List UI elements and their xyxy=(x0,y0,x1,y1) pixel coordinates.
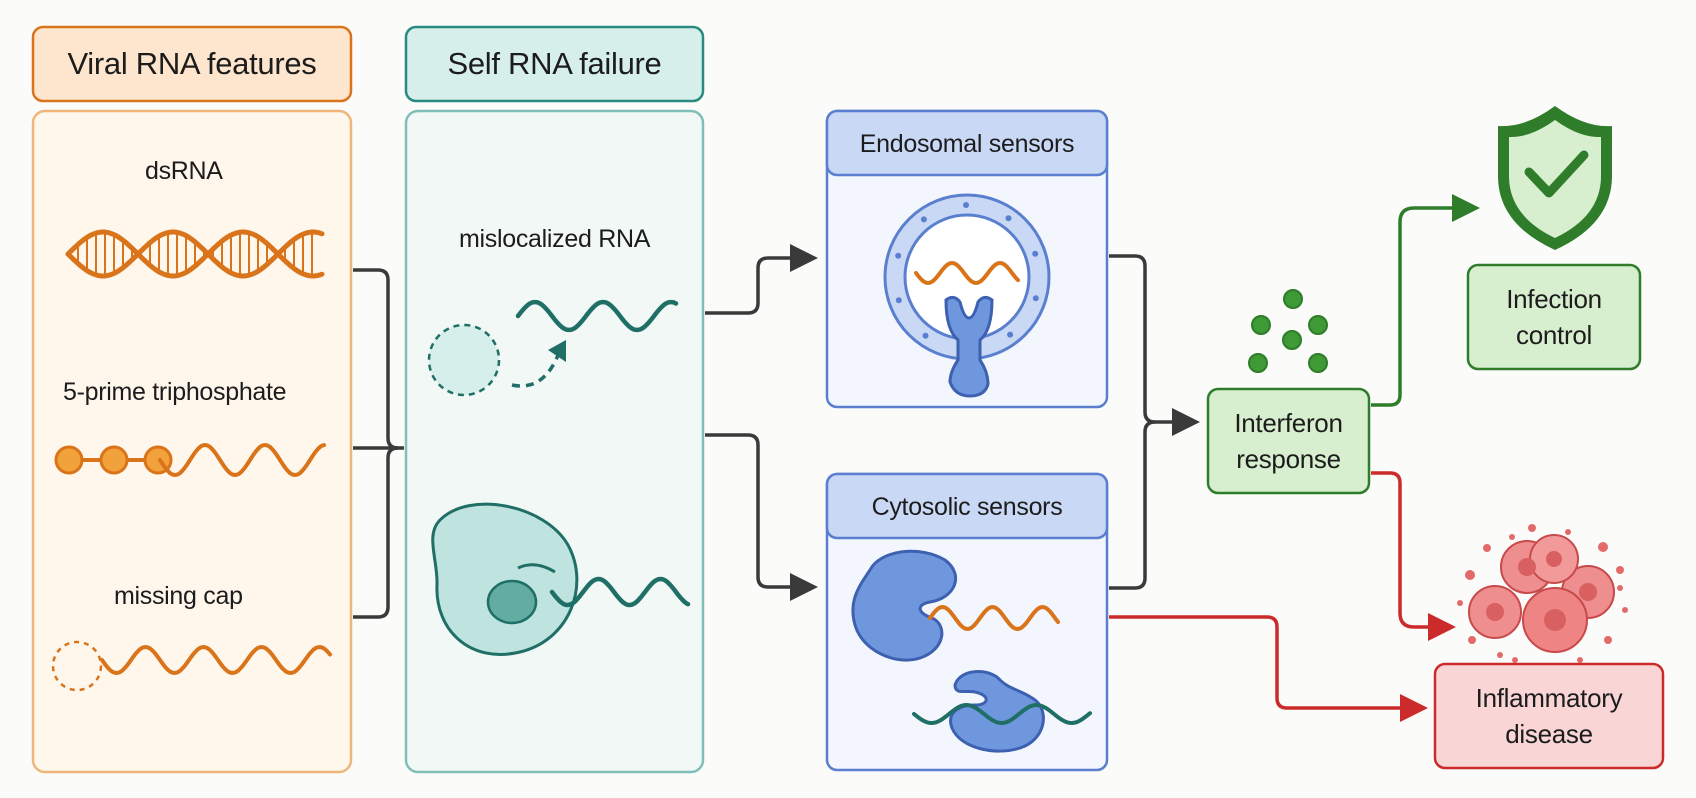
mislocalized-rna-label: mislocalized RNA xyxy=(459,225,651,253)
dsrna-label: dsRNA xyxy=(145,157,223,185)
arrowhead xyxy=(790,573,818,601)
cytosolic-sensor-icon xyxy=(851,549,1092,753)
inflammatory-disease-box xyxy=(1433,662,1665,770)
dsrna-helix-icon xyxy=(65,229,325,279)
cytokine-speck xyxy=(1528,524,1536,532)
shield-check-icon xyxy=(1498,106,1612,250)
infection-control-label: Infection control xyxy=(1506,284,1602,350)
self-failure-panel xyxy=(404,25,705,774)
membrane-dot xyxy=(963,202,969,208)
cytosolic-to-inflammatory-connector xyxy=(1109,615,1400,710)
membrane-dot xyxy=(1005,215,1012,222)
sensors-to-interferon-connector xyxy=(1109,254,1172,590)
arrowhead xyxy=(1400,694,1428,722)
cytokine-speck xyxy=(1622,607,1628,613)
cytokine-speck xyxy=(1465,570,1475,580)
interferon-to-inflammatory-connector xyxy=(1371,471,1428,629)
inflammatory-disease-label: Inflammatory disease xyxy=(1475,683,1623,749)
inflamed-cells-icon xyxy=(1457,524,1628,663)
cytosolic-panel xyxy=(825,472,1109,772)
cytokine-speck xyxy=(1604,636,1612,644)
self-failure-title: Self RNA failure xyxy=(447,46,662,81)
membrane-dot xyxy=(1032,295,1039,302)
viral-features-title: Viral RNA features xyxy=(67,46,317,81)
cytokine-speck xyxy=(1468,636,1476,644)
self-to-sensors-connector xyxy=(705,256,790,589)
infection-control-box xyxy=(1466,263,1642,371)
arrowhead xyxy=(1428,613,1456,641)
membrane-dot xyxy=(920,216,927,223)
triphosphate-chain-icon xyxy=(54,443,326,477)
interferon-response-label: Interferon response xyxy=(1234,408,1343,474)
cytokine-speck xyxy=(1616,566,1624,574)
interferon-dots-icon xyxy=(1248,289,1328,373)
endosome-receptor-icon xyxy=(883,193,1051,398)
endosomal-sensors-title: Endosomal sensors xyxy=(859,130,1075,158)
membrane-dot xyxy=(895,297,902,304)
cytokine-speck xyxy=(1598,542,1608,552)
vesicle-escape-icon xyxy=(427,299,679,397)
triphosphate-label: 5-prime triphosphate xyxy=(63,378,287,406)
cytokine-speck xyxy=(1483,544,1491,552)
membrane-dot xyxy=(922,332,929,339)
viral-to-self-connector xyxy=(353,268,404,619)
cytokine-speck xyxy=(1617,585,1623,591)
cell-leak-icon xyxy=(431,502,691,656)
interferon-to-infection-connector xyxy=(1371,206,1452,407)
arrowhead xyxy=(790,244,818,272)
cytokine-speck xyxy=(1565,529,1571,535)
arrowhead xyxy=(1452,194,1480,222)
uncapped-rna-icon xyxy=(51,640,332,692)
cytokine-speck xyxy=(1577,657,1583,663)
cytosolic-sensors-title: Cytosolic sensors xyxy=(871,493,1063,521)
cytokine-speck xyxy=(1512,657,1518,663)
membrane-dot xyxy=(1032,250,1039,257)
missing-cap-label: missing cap xyxy=(114,582,243,610)
membrane-dot xyxy=(1007,331,1014,338)
arrowhead xyxy=(1172,408,1200,436)
cytokine-speck xyxy=(1457,600,1463,606)
interferon-box xyxy=(1206,387,1371,495)
membrane-dot xyxy=(895,252,902,259)
cytokine-speck xyxy=(1497,652,1503,658)
cytokine-speck xyxy=(1509,534,1515,540)
